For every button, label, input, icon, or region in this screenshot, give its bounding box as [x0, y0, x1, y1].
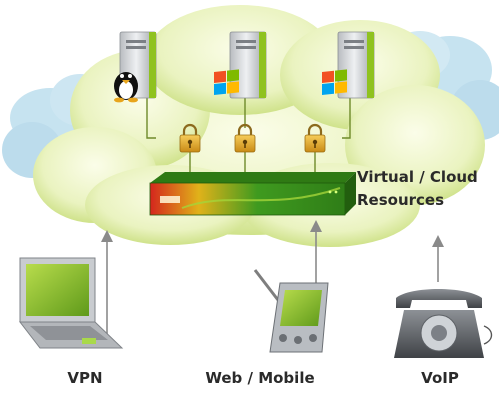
client-label-vpn: VPN	[67, 369, 103, 387]
pda-icon	[253, 269, 329, 353]
client-label-voip: VoIP	[421, 369, 459, 387]
connection-arrows	[101, 220, 444, 345]
client-label-web-mobile: Web / Mobile	[205, 369, 315, 387]
windows-server-1	[214, 31, 267, 99]
cloud-label-line1: Virtual / Cloud	[357, 168, 478, 186]
linux-penguin-icon	[114, 72, 138, 103]
windows-server-2	[322, 31, 375, 99]
linux-server	[114, 31, 157, 103]
windows-logo-icon	[322, 69, 347, 95]
windows-logo-icon	[214, 69, 239, 95]
padlock-icon	[234, 123, 256, 153]
padlock-icon	[304, 123, 326, 153]
network-appliance	[149, 172, 356, 216]
padlock-icon	[179, 123, 201, 153]
cloud-label-line2: Resources	[357, 191, 445, 209]
telephone-icon	[394, 289, 493, 358]
laptop-icon	[18, 257, 124, 349]
